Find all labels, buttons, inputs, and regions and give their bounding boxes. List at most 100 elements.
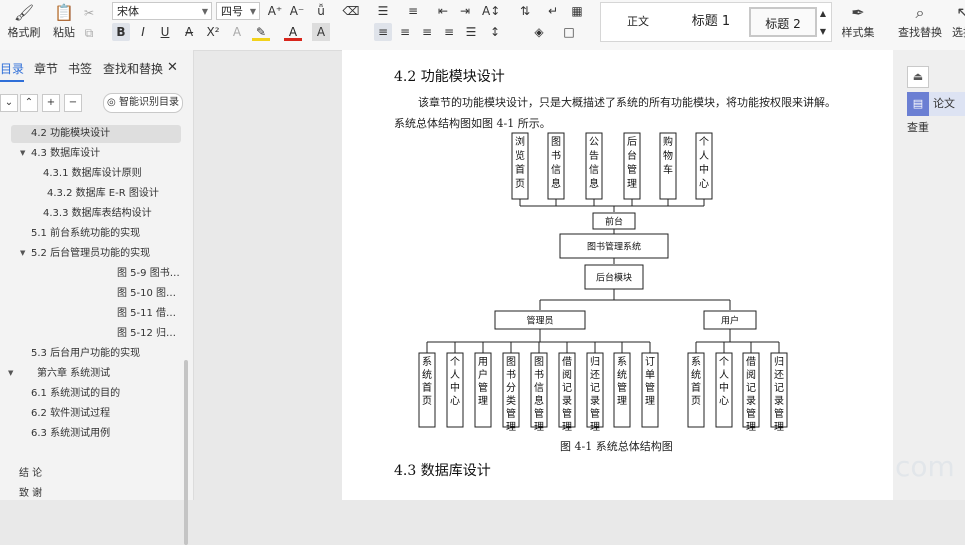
admin-module-label: 信 bbox=[534, 382, 544, 394]
decrease-indent-icon[interactable]: ⇤ bbox=[437, 4, 449, 18]
grow-font-icon[interactable]: A⁺ bbox=[267, 4, 283, 18]
font-size-select[interactable]: 四号 ▼ bbox=[216, 2, 260, 20]
tab-toc[interactable]: 目录 bbox=[0, 60, 25, 82]
clipboard-icon: 📋 bbox=[54, 3, 74, 22]
user-module-label: 录 bbox=[746, 395, 756, 407]
toc-item[interactable]: 第六章 系统测试 bbox=[37, 368, 111, 379]
toc-item[interactable]: 图 5-12 归… bbox=[117, 328, 177, 339]
char-shading-icon[interactable]: A bbox=[312, 23, 330, 41]
justify-icon[interactable]: ≡ bbox=[443, 25, 455, 39]
style-set-button[interactable]: ✒ 样式集 bbox=[836, 2, 880, 40]
admin-module-box bbox=[474, 352, 492, 428]
style-normal[interactable]: 正文 bbox=[627, 15, 649, 28]
expand-arrow-icon[interactable]: ▼ bbox=[20, 149, 26, 157]
strikethrough-icon[interactable]: A̶ bbox=[184, 25, 194, 39]
toc-item[interactable]: 4.3.2 数据库 E-R 图设计 bbox=[47, 188, 159, 199]
find-replace-button[interactable]: ⌕ 查找替换 bbox=[894, 2, 946, 40]
copy-icon[interactable]: ⧉ bbox=[84, 26, 94, 40]
paper-check-button[interactable]: ▤论文查重 bbox=[907, 92, 965, 134]
align-left-icon[interactable]: ≡ bbox=[374, 23, 392, 41]
toc-item[interactable]: 图 5-10 图… bbox=[117, 288, 177, 299]
tab-chapters[interactable]: 章节 bbox=[34, 62, 59, 76]
toc-item[interactable]: 6.1 系统测试的目的 bbox=[31, 388, 121, 399]
admin-module-label: 统 bbox=[617, 368, 627, 381]
bullet-list-icon[interactable]: ☰ bbox=[377, 4, 389, 18]
toc-item[interactable]: 4.2 功能模块设计 bbox=[11, 125, 181, 143]
admin-module-label: 书 bbox=[534, 369, 544, 381]
chevron-up-icon[interactable]: ▲ bbox=[819, 9, 827, 18]
toc-item[interactable]: 图 5-11 借… bbox=[117, 308, 177, 319]
format-painter-button[interactable]: 🖌 格式刷 bbox=[4, 2, 44, 40]
show-marks-icon[interactable]: ↵ bbox=[547, 4, 559, 18]
user-module-label: 页 bbox=[691, 395, 701, 407]
close-icon[interactable]: ✕ bbox=[167, 60, 178, 75]
cut-icon[interactable]: ✂ bbox=[83, 6, 95, 20]
style-heading-1[interactable]: 标题 1 bbox=[691, 14, 731, 29]
toc-item[interactable]: 6.2 软件测试过程 bbox=[31, 408, 111, 419]
admin-module-label: 借 bbox=[562, 356, 572, 368]
chevron-down-icon: ▼ bbox=[201, 7, 208, 16]
distribute-icon[interactable]: ☰ bbox=[465, 25, 477, 39]
admin-module-label: 还 bbox=[590, 369, 600, 381]
add-icon[interactable]: + bbox=[42, 94, 60, 112]
increase-indent-icon[interactable]: ⇥ bbox=[459, 4, 471, 18]
numbered-list-icon[interactable]: ≡ bbox=[407, 4, 419, 18]
collapse-all-icon[interactable]: ⌄ bbox=[0, 94, 18, 112]
line-spacing-icon[interactable]: ↕ bbox=[489, 25, 501, 39]
ribbon-toolbar: 🖌 格式刷 📋 粘贴 ✂ ⧉ 宋体 ▼ 四号 ▼ A⁺ A⁻ ǚ ⌫ B I U… bbox=[0, 0, 965, 51]
front-module-label: 浏 bbox=[515, 135, 525, 148]
chevron-down-icon[interactable]: ▼ bbox=[819, 27, 827, 36]
style-heading-2[interactable]: 标题 2 bbox=[749, 7, 817, 37]
italic-icon[interactable]: I bbox=[141, 25, 145, 39]
user-module-label: 系 bbox=[691, 356, 701, 368]
align-center-icon[interactable]: ≡ bbox=[399, 25, 411, 39]
user-module-box bbox=[742, 352, 760, 428]
sort-icon[interactable]: ⇅ bbox=[519, 4, 531, 18]
select-button[interactable]: ↖ 选择 bbox=[948, 2, 965, 40]
shrink-font-icon[interactable]: A⁻ bbox=[289, 4, 305, 18]
superscript-icon[interactable]: X² bbox=[206, 25, 220, 39]
toc-item[interactable]: 图 5-9 图书… bbox=[117, 268, 180, 279]
toc-item[interactable]: 4.3.3 数据库表结构设计 bbox=[43, 208, 152, 219]
smart-toc-button[interactable]: ◎ 智能识别目录 bbox=[103, 93, 183, 113]
expand-arrow-icon[interactable]: ▼ bbox=[20, 249, 26, 257]
toc-item[interactable]: 5.1 前台系统功能的实现 bbox=[31, 228, 141, 239]
document-page[interactable]: 4.2 功能模块设计 该章节的功能模块设计，只是大概描述了系统的所有功能模块，将… bbox=[342, 50, 893, 500]
table-icon[interactable]: ▦ bbox=[571, 4, 583, 18]
user-module-label: 阅 bbox=[746, 368, 756, 381]
toc-item[interactable]: 4.3.1 数据库设计原则 bbox=[43, 168, 142, 179]
toc-item[interactable]: 致 谢 bbox=[19, 488, 43, 499]
font-name-select[interactable]: 宋体 ▼ bbox=[112, 2, 212, 20]
toc-item[interactable]: 6.3 系统测试用例 bbox=[31, 428, 111, 439]
remove-icon[interactable]: − bbox=[64, 94, 82, 112]
tab-find-replace[interactable]: 查找和替换 bbox=[103, 62, 164, 76]
text-effect-icon[interactable]: A bbox=[232, 25, 242, 39]
collapse-panel-icon[interactable]: ⏏ bbox=[907, 66, 929, 88]
align-right-icon[interactable]: ≡ bbox=[421, 25, 433, 39]
underline-icon[interactable]: U bbox=[160, 25, 170, 39]
phonetic-icon[interactable]: ǚ bbox=[317, 4, 325, 18]
border-icon[interactable]: □ bbox=[563, 25, 575, 39]
font-color-icon[interactable]: A bbox=[284, 23, 302, 41]
text-direction-icon[interactable]: A↕ bbox=[482, 4, 501, 18]
admin-module-label: 理 bbox=[617, 395, 627, 407]
bold-icon[interactable]: B bbox=[112, 23, 130, 41]
chevron-up-icon[interactable]: ⌃ bbox=[20, 94, 38, 112]
toc-item[interactable]: 结 论 bbox=[19, 468, 43, 479]
paste-button[interactable]: 📋 粘贴 bbox=[44, 2, 84, 40]
toc-item[interactable]: 5.2 后台管理员功能的实现 bbox=[31, 248, 151, 259]
front-module-label: 车 bbox=[663, 163, 673, 176]
admin-module-label: 图 bbox=[534, 356, 544, 368]
admin-module-label: 类 bbox=[506, 394, 516, 407]
toc-item[interactable]: 4.3 数据库设计 bbox=[31, 148, 101, 159]
tab-bookmarks[interactable]: 书签 bbox=[68, 62, 93, 76]
expand-arrow-icon[interactable]: ▼ bbox=[8, 369, 14, 377]
shading-icon[interactable]: ◈ bbox=[534, 25, 544, 39]
highlight-icon[interactable]: ✎ bbox=[252, 23, 270, 41]
structure-diagram: 浏览首页图书信息公告信息后台管理购物车个人中心前台图书管理系统后台模块管理员用户… bbox=[418, 132, 788, 433]
paragraph-text: 系统总体结构图如图 4-1 所示。 bbox=[394, 117, 551, 130]
front-node-label: 前台 bbox=[605, 216, 623, 228]
sidebar-scrollbar[interactable] bbox=[184, 360, 188, 545]
toc-item[interactable]: 5.3 后台用户功能的实现 bbox=[31, 348, 141, 359]
eraser-icon[interactable]: ⌫ bbox=[342, 4, 360, 18]
